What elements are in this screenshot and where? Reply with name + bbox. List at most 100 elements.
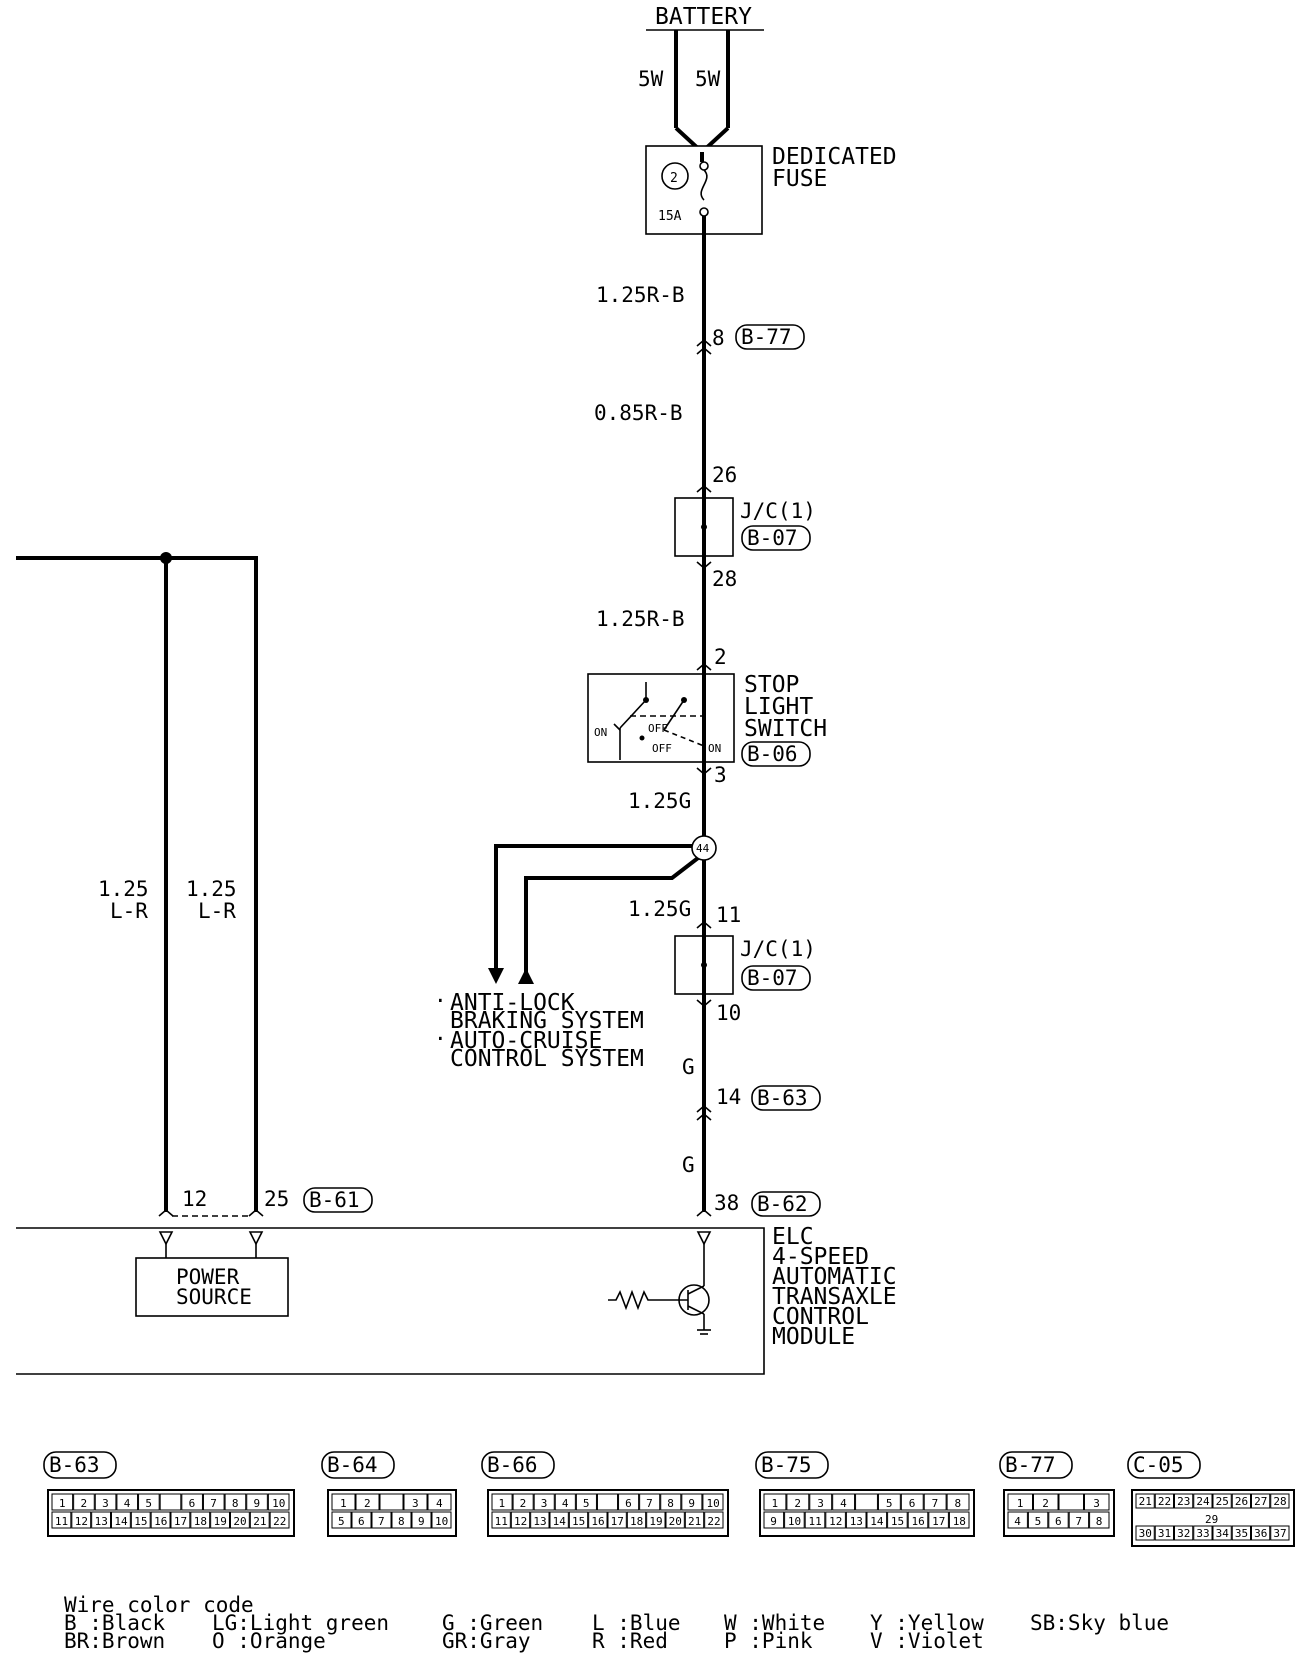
left-wire-2-label-a: 1.25 [186,877,237,901]
wire-label-2: 0.85R-B [594,401,683,425]
connector-view-pin: 33 [1196,1527,1209,1540]
branch-wire-acc [524,856,700,972]
connector-view-cell [665,1511,685,1529]
connector-view-cell [331,1493,356,1511]
connector-view-cell [1193,1525,1213,1541]
connector-view-cell [91,1511,111,1529]
connector-view-pin: 6 [909,1497,916,1510]
connector-view-pin: 21 [688,1515,701,1528]
legend-br: BR:Brown [64,1629,165,1653]
connector-view-pin: 7 [210,1497,217,1510]
legend-title: Wire color code [64,1593,254,1617]
pin-12: 12 [182,1187,207,1211]
connector-view-cell [1135,1493,1155,1509]
connector-view-cell [704,1511,724,1529]
connector-view-pin: 27 [1254,1495,1267,1508]
connector-view-cell [267,1493,290,1511]
connector-view-cell [73,1493,95,1511]
connector-view-cell [646,1511,666,1529]
connector-view-pin: 2 [1042,1497,1049,1510]
legend-y: Y :Yellow [870,1611,984,1635]
connector-view-cell [249,1511,270,1529]
connector-view-pin: 4 [1014,1515,1021,1528]
connector-view-pin: 20 [669,1515,682,1528]
connector-view-cell [491,1493,513,1511]
connector-view-cell [845,1511,867,1529]
connector-view-pin: 12 [75,1515,88,1528]
legend-v: V :Violet [870,1629,984,1653]
connector-view-pin: 23 [1177,1495,1190,1508]
connector-view-pin: 14 [114,1515,128,1528]
connector-view-cell [832,1493,856,1511]
connector-view-pin: 5 [145,1497,152,1510]
connector-view-cell [786,1493,810,1511]
connector-label-b63: B-63 [757,1086,808,1110]
connector-view-cell [230,1511,250,1529]
branch-wire-abs [494,844,692,972]
connector-view-pin: 31 [1158,1527,1171,1540]
connector-view-cell [900,1493,924,1511]
fuse-number: 2 [670,171,678,186]
connector-view-cell [1007,1511,1028,1529]
branch-acc-1: AUTO-CRUISE [450,1028,602,1054]
connector-view-pin: 35 [1235,1527,1248,1540]
legend-b: B :Black [64,1611,166,1635]
legend-o: O :Orange [212,1629,326,1653]
legend-sb: SB:Sky blue [1030,1611,1169,1635]
pin-38: 38 [714,1191,739,1215]
connector-view-cell [1231,1525,1251,1541]
connector-view-cell [190,1511,211,1529]
branch-bullet-1: · [434,989,447,1013]
connector-view-label-b-66: B-66 [487,1453,538,1477]
connector-view-pin: 26 [1235,1495,1248,1508]
pin-8: 8 [712,326,725,350]
connector-view-pin: 6 [189,1497,196,1510]
connector-view-cell [763,1493,787,1511]
connector-view-cell [1174,1525,1194,1541]
battery-wire-right-label: 5W [695,67,721,91]
left-wire-1-label-a: 1.25 [98,877,149,901]
connector-label-b61: B-61 [309,1188,360,1212]
jc2-out-mark [696,999,712,1008]
connector-view-cell [1068,1511,1090,1529]
connector-view-cell [1251,1493,1271,1509]
connector-view-pin: 22 [273,1515,286,1528]
connector-view-pin: 4 [840,1497,847,1510]
connector-view-cell [71,1511,92,1529]
connector-view-pin: 1 [771,1497,778,1510]
wire-label-1: 1.25R-B [596,283,685,307]
connector-view-cell [1154,1493,1174,1509]
connector-view-tag-b-66 [481,1451,555,1479]
connector-view-label-b-64: B-64 [327,1453,378,1477]
connector-view-pin: 2 [520,1497,527,1510]
connector-view-pin: 1 [1017,1497,1024,1510]
connector-view-cell [887,1511,908,1529]
branch-arrow-abs [488,968,504,984]
connector-view-pin: 17 [932,1515,945,1528]
connector-view-cell [575,1493,597,1511]
connector-view-cell [371,1511,392,1529]
connector-view-pin: 14 [553,1515,567,1528]
connector-view-cell [94,1493,117,1511]
module-term-12 [158,1231,174,1246]
fuse-rating: 15A [658,209,682,224]
connector-view-pin: 3 [1093,1497,1100,1510]
splice-44-label: 44 [696,842,710,855]
connector-view-pin: 15 [891,1515,904,1528]
jc1-out-mark [696,561,712,570]
connector-view-pin: 6 [625,1497,632,1510]
connector-view-pin: 9 [688,1497,695,1510]
connector-view-pin: 13 [95,1515,108,1528]
wire-label-6: G [682,1055,695,1079]
branch-arrow-acc [518,968,534,984]
connector-view-pin: 15 [134,1515,147,1528]
fuse-number-circle [661,162,689,190]
legend-p: P :Pink [724,1629,813,1653]
connector-view-cell [533,1493,555,1511]
branch-abs-2: BRAKING SYSTEM [450,1008,644,1034]
connector-view-pin: 4 [436,1497,443,1510]
connector-view-cell [224,1493,247,1511]
connector-view-cell [269,1511,290,1529]
connector-view-pin: 3 [817,1497,824,1510]
